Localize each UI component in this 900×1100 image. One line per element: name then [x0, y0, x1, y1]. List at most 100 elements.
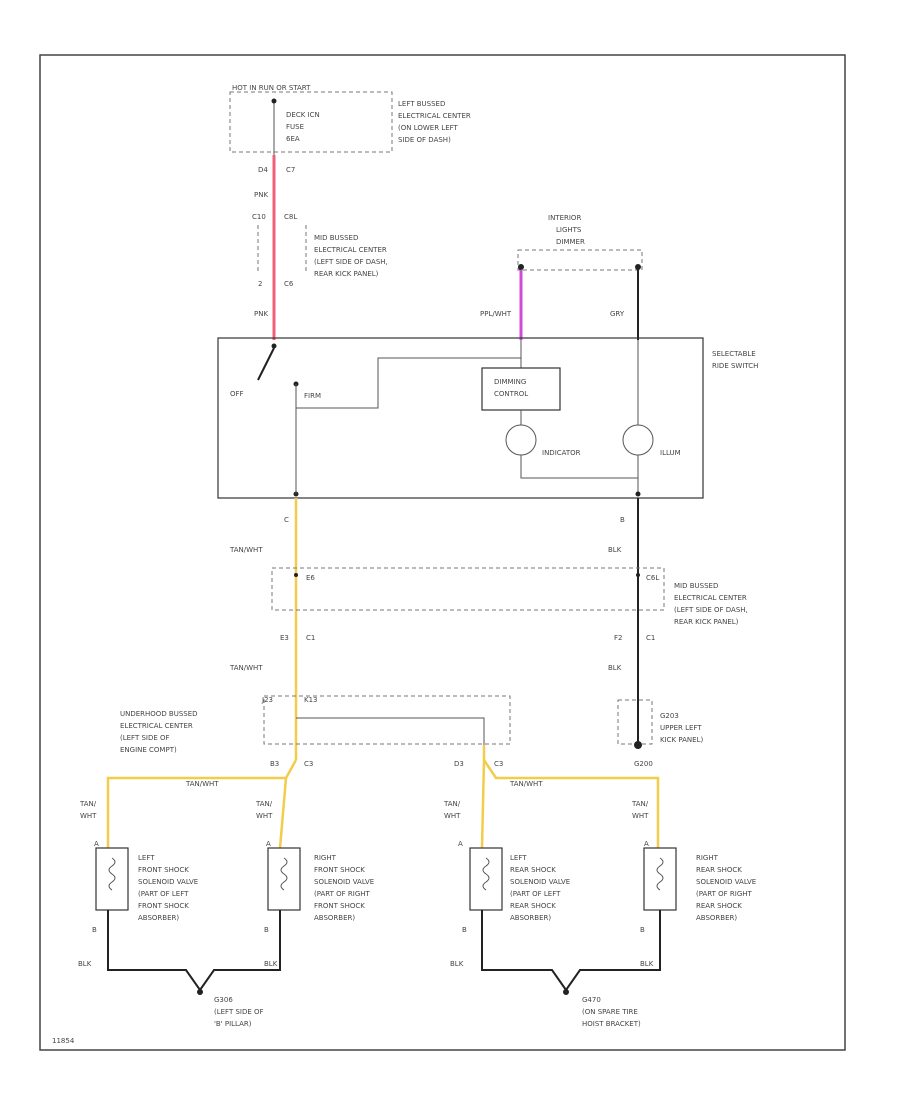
underhood-conn-right: C3: [494, 760, 503, 768]
solenoid-4-wire-2: WHT: [632, 812, 649, 820]
ground-g306-node: [197, 989, 203, 995]
solenoid-1-line-4: (PART OF LEFT: [138, 890, 189, 898]
underhood-pin-j23: J23: [261, 696, 273, 704]
solenoid-4-line-2: REAR SHOCK: [696, 866, 742, 874]
solenoid-3-line-4: (PART OF LEFT: [510, 890, 561, 898]
fuse-name-line-2: FUSE: [286, 123, 304, 131]
solenoid-3-line-6: ABSORBER): [510, 914, 551, 922]
dimmer-line-3: DIMMER: [556, 238, 585, 246]
solenoid-3-wire-1: TAN/: [443, 800, 461, 808]
fuse-header: HOT IN RUN OR START: [232, 84, 311, 92]
solenoid-1-wire-1: TAN/: [79, 800, 97, 808]
mid-bussed-center-top: MID BUSSED ELECTRICAL CENTER (LEFT SIDE …: [257, 225, 388, 278]
solenoid-2-ground-wire: BLK: [264, 960, 278, 968]
wire-rear-right-branch: [482, 759, 660, 848]
wire-gry-label: GRY: [610, 310, 625, 318]
interior-lights-dimmer: INTERIOR LIGHTS DIMMER: [517, 214, 643, 271]
ground-g200-label: G200: [634, 760, 653, 768]
solenoid-2-line-2: FRONT SHOCK: [314, 866, 365, 874]
wire-ppl-wht-label: PPL/WHT: [480, 310, 512, 318]
solenoid-2-wire-1: TAN/: [255, 800, 273, 808]
wire-tan-wht-2-label: TAN/WHT: [229, 664, 263, 672]
solenoid-1-pin-top: A: [94, 840, 99, 848]
pin-e3: E3: [280, 634, 289, 642]
g203-name: G203: [660, 712, 679, 720]
solenoid-3-line-3: SOLENOID VALVE: [510, 878, 570, 886]
pin-f2: F2: [614, 634, 622, 642]
solenoid-3-line-5: REAR SHOCK: [510, 902, 556, 910]
mid-bussed-center-bottom: E6 C6L MID BUSSED ELECTRICAL CENTER (LEF…: [271, 567, 748, 626]
solenoid-4-line-1: RIGHT: [696, 854, 719, 862]
solenoid-4-ground-wire: BLK: [640, 960, 654, 968]
solenoid-3-body: [469, 847, 503, 911]
wire-tan-wht-rear-label: TAN/WHT: [509, 780, 543, 788]
solenoid-4-coil-icon: [656, 857, 664, 891]
solenoid-4-wire-1: TAN/: [631, 800, 649, 808]
fuse-dashed-box: [229, 91, 393, 153]
underhood-pin-k13: K13: [304, 696, 318, 704]
solenoid-2-pin-bottom: B: [264, 926, 269, 934]
solenoid-3-ground-wire: BLK: [450, 960, 464, 968]
dimming-control-box: [481, 367, 561, 411]
fuse-location-line-2: ELECTRICAL CENTER: [398, 112, 471, 120]
underhood-line-1: UNDERHOOD BUSSED: [120, 710, 198, 718]
underhood-conn-left-pin: B3: [270, 760, 279, 768]
underhood-line-3: (LEFT SIDE OF: [120, 734, 170, 742]
mid-bussed-bottom-line-4: REAR KICK PANEL): [674, 618, 739, 626]
switch-title-line-1: SELECTABLE: [712, 350, 756, 358]
underhood-conn-left: C3: [304, 760, 313, 768]
solenoid-right-front: TAN/ WHT A RIGHT FRONT SHOCK SOLENOID VA…: [255, 800, 374, 968]
solenoid-1-line-6: ABSORBER): [138, 914, 179, 922]
solenoid-3-pin-bottom: B: [462, 926, 467, 934]
pin-2: 2: [258, 280, 262, 288]
mid-bussed-top-line-4: REAR KICK PANEL): [314, 270, 379, 278]
mid-bussed-bottom-pin-e6: E6: [306, 574, 315, 582]
solenoid-3-line-2: REAR SHOCK: [510, 866, 556, 874]
solenoid-2-wire-2: WHT: [256, 812, 273, 820]
solenoid-4-line-3: SOLENOID VALVE: [696, 878, 756, 886]
solenoid-2-line-1: RIGHT: [314, 854, 337, 862]
pin-f2-conn: C1: [646, 634, 655, 642]
mid-bussed-bottom-line-1: MID BUSSED: [674, 582, 718, 590]
wire-tan-wht-front-label: TAN/WHT: [185, 780, 219, 788]
wire-tan-wht-1-label: TAN/WHT: [229, 546, 263, 554]
pin-c6: C6: [284, 280, 294, 288]
g203-line-1: UPPER LEFT: [660, 724, 702, 732]
g470-name: G470: [582, 996, 601, 1004]
solenoid-1-coil-icon: [108, 857, 116, 891]
solenoid-4-line-5: REAR SHOCK: [696, 902, 742, 910]
solenoid-3-pin-top: A: [458, 840, 463, 848]
underhood-conn-right-pin: D3: [454, 760, 464, 768]
ground-wire-front: [107, 910, 281, 992]
diagram-frame: [39, 54, 846, 1051]
solenoid-2-pin-top: A: [266, 840, 271, 848]
mid-bussed-top-line-1: MID BUSSED: [314, 234, 358, 242]
mid-bussed-top-line-3: (LEFT SIDE OF DASH,: [314, 258, 388, 266]
selectable-ride-switch: SELECTABLE RIDE SWITCH OFF FIRM DIMMING …: [217, 337, 758, 499]
solenoid-2-body: [267, 847, 301, 911]
pin-c10: C10: [252, 213, 266, 221]
fuse-block-top: HOT IN RUN OR START DECK ICN FUSE 6EA LE…: [229, 84, 471, 174]
wire-blk-2-label: BLK: [608, 664, 622, 672]
fuse-top-node: [271, 98, 277, 104]
solenoid-1-wire-2: WHT: [80, 812, 97, 820]
pin-b: B: [620, 516, 625, 524]
g306-name: G306: [214, 996, 233, 1004]
g470-line-2: HOIST BRACKET): [582, 1020, 641, 1028]
solenoid-1-pin-bottom: B: [92, 926, 97, 934]
solenoid-4-pin-top: A: [644, 840, 649, 848]
fuse-pin-c7: C7: [286, 166, 295, 174]
underhood-line-4: ENGINE COMPT): [120, 746, 177, 754]
solenoid-1-line-5: FRONT SHOCK: [138, 902, 189, 910]
ground-wire-rear: [481, 910, 661, 992]
solenoid-2-line-4: (PART OF RIGHT: [314, 890, 371, 898]
g306-line-1: (LEFT SIDE OF: [214, 1008, 264, 1016]
solenoid-left-front: TAN/ WHT A LEFT FRONT SHOCK SOLENOID VAL…: [78, 800, 198, 968]
solenoid-4-pin-bottom: B: [640, 926, 645, 934]
fuse-location-line-3: (ON LOWER LEFT: [398, 124, 459, 132]
solenoid-3-line-1: LEFT: [510, 854, 527, 862]
solenoid-2-line-3: SOLENOID VALVE: [314, 878, 374, 886]
solenoid-4-line-6: ABSORBER): [696, 914, 737, 922]
fuse-pin-d4: D4: [258, 166, 268, 174]
illum-label: ILLUM: [660, 449, 681, 457]
